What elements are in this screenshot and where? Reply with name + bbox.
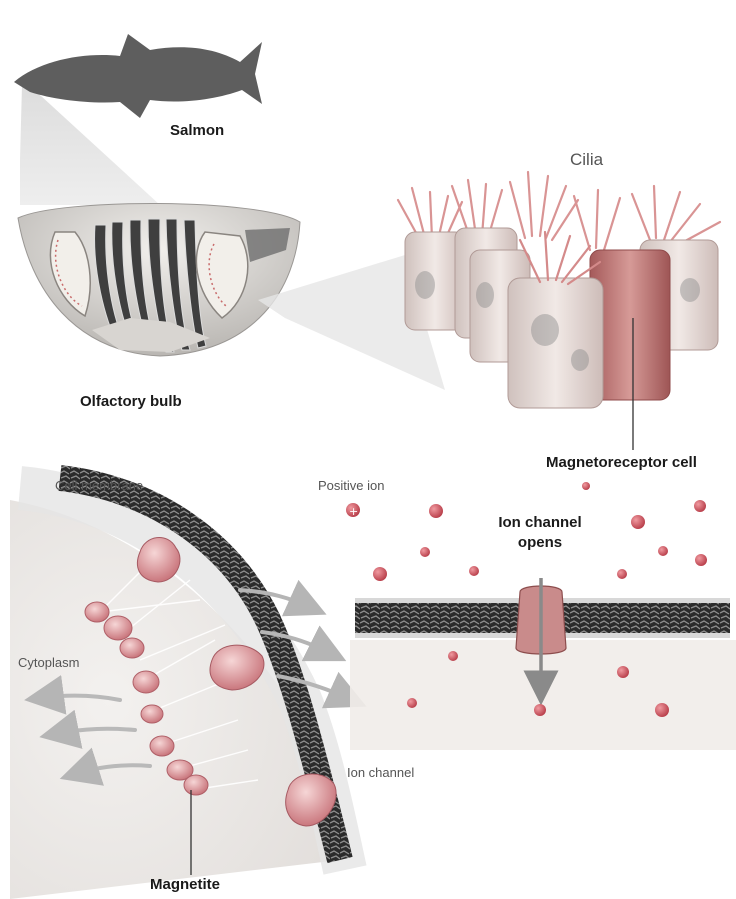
label-ion-channel-opens-line1: Ion channel bbox=[495, 514, 585, 531]
label-positive-ion: Positive ion bbox=[318, 478, 384, 493]
plus-sign-icon: + bbox=[349, 505, 358, 518]
label-cytoplasm: Cytoplasm bbox=[18, 655, 79, 670]
label-ion-channel-opens-line2: opens bbox=[495, 534, 585, 551]
cell-membrane-closeup bbox=[10, 478, 345, 899]
label-cilia: Cilia bbox=[570, 150, 603, 170]
label-olfactory-bulb: Olfactory bulb bbox=[80, 393, 182, 410]
magnetoreceptor-cells-illustration bbox=[398, 172, 720, 450]
label-magnetite: Magnetite bbox=[150, 876, 220, 893]
label-salmon: Salmon bbox=[170, 122, 224, 139]
label-cell-membrane: Cell membrane bbox=[55, 478, 143, 493]
ion-channel-closeup bbox=[350, 578, 736, 750]
label-magnetoreceptor-cell: Magnetoreceptor cell bbox=[546, 454, 697, 471]
olfactory-bulb-illustration bbox=[18, 203, 300, 356]
label-ion-channel: Ion channel bbox=[347, 765, 414, 780]
